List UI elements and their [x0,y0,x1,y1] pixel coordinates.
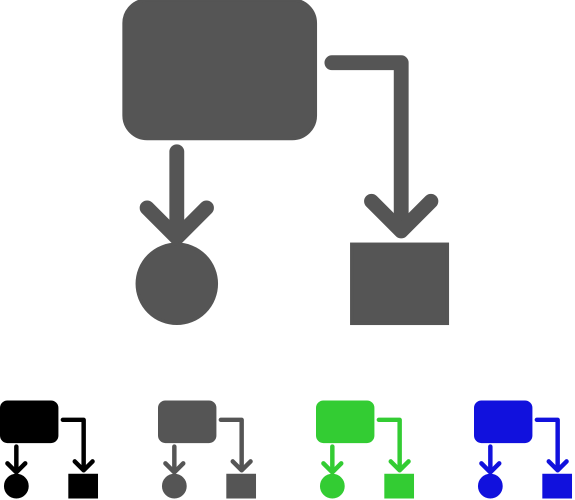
flowchart-icon-main [122,0,456,330]
flowchart-icon-gray-svg [158,401,258,500]
flowchart-icon-blue [474,401,574,500]
flowchart-icon [122,0,456,330]
flowchart-icon-black [0,401,100,500]
flowchart-icon-black-svg [0,401,100,500]
flowchart-icon-gray [158,401,258,500]
flowchart-icon-blue-svg [474,401,574,500]
flowchart-icon-green-svg [316,401,416,500]
flowchart-icon-green [316,401,416,500]
